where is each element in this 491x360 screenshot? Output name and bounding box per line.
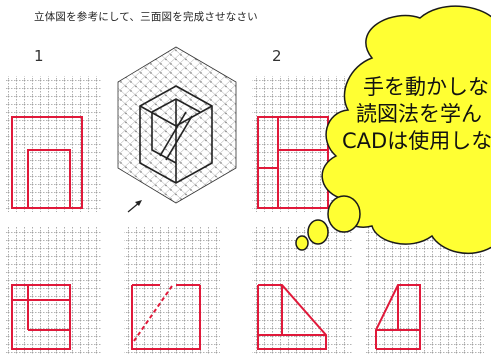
bubble-line-3: CADは使用しな bbox=[342, 129, 491, 153]
isometric-view-1 bbox=[117, 46, 237, 213]
red-drawing-1 bbox=[11, 116, 201, 350]
instruction-text: 立体図を参考にして、三面図を完成させなさい bbox=[34, 11, 258, 23]
problem-number-2: 2 bbox=[272, 47, 282, 65]
bubble-line-2: 読図法を学ん bbox=[356, 102, 482, 126]
bubble-line-1: 手を動かしな bbox=[363, 75, 489, 99]
problem-number-1: 1 bbox=[34, 47, 44, 65]
thought-bubble bbox=[295, 5, 491, 255]
grid-1-top-left bbox=[6, 76, 102, 212]
grid-1-bottom-left bbox=[6, 226, 102, 354]
